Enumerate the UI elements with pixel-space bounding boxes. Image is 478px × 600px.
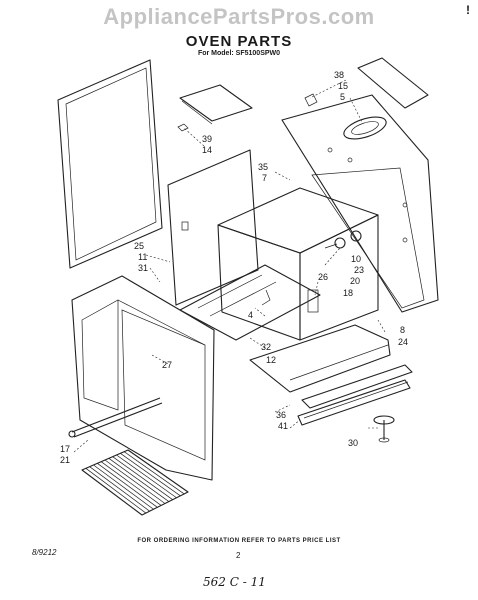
part-label-27: 27 xyxy=(162,360,172,370)
part-label-31: 31 xyxy=(138,263,148,273)
element-tray xyxy=(179,264,321,341)
part-label-5: 5 xyxy=(340,92,345,102)
part-label-36: 36 xyxy=(276,410,286,420)
rack-wire xyxy=(108,458,170,502)
leader-lines xyxy=(73,79,386,453)
vent-cover xyxy=(343,57,429,140)
part-label-25: 25 xyxy=(134,241,144,251)
rack-wire xyxy=(97,463,158,508)
part-label-14: 14 xyxy=(202,145,212,155)
rack-wire xyxy=(116,454,177,499)
part-label-30: 30 xyxy=(348,438,358,448)
handwritten-note: 562 C - 11 xyxy=(203,575,266,589)
small-clip xyxy=(177,123,189,132)
bottom-pan xyxy=(249,324,391,393)
top-cover-plate xyxy=(179,84,253,125)
leveling-leg xyxy=(373,415,395,443)
rack-wire xyxy=(100,461,162,506)
date-code: 8/9212 xyxy=(32,548,57,557)
vent-bracket xyxy=(304,93,318,107)
rack-wire xyxy=(85,468,147,514)
part-label-4: 4 xyxy=(248,310,253,320)
part-label-35: 35 xyxy=(258,162,268,172)
part-label-21: 21 xyxy=(60,455,70,465)
door-handle-rod xyxy=(68,397,163,438)
corner-mark: ! xyxy=(466,3,470,17)
insulation-panel xyxy=(167,149,259,306)
part-label-12: 12 xyxy=(266,355,276,365)
part-label-24: 24 xyxy=(398,337,408,347)
diagram-title: OVEN PARTS xyxy=(185,33,293,50)
ordering-note: FOR ORDERING INFORMATION REFER TO PARTS … xyxy=(137,538,341,544)
model-line: For Model: SF5100SPW0 xyxy=(197,50,281,57)
part-label-11: 11 xyxy=(138,252,147,262)
part-label-15: 15 xyxy=(338,81,348,91)
part-label-10: 10 xyxy=(351,254,361,264)
part-label-32: 32 xyxy=(261,342,271,352)
watermark: AppliancePartsPros.com xyxy=(103,4,375,29)
part-label-41: 41 xyxy=(278,421,288,431)
part-label-20: 20 xyxy=(350,276,360,286)
oven-cavity xyxy=(217,187,379,341)
broil-rail xyxy=(297,364,413,426)
part-label-18: 18 xyxy=(343,288,353,298)
part-label-17: 17 xyxy=(60,444,70,454)
part-label-8: 8 xyxy=(400,325,405,335)
rack-wire xyxy=(93,464,154,510)
rear-panel xyxy=(281,94,439,313)
part-label-39: 39 xyxy=(202,134,212,144)
part-label-38: 38 xyxy=(334,70,344,80)
front-door-frame xyxy=(71,275,215,481)
door-outer-panel xyxy=(57,59,163,269)
rack-wire xyxy=(104,459,166,504)
rack-wire xyxy=(123,451,185,495)
rack-wire xyxy=(112,456,173,500)
part-label-7: 7 xyxy=(262,173,267,183)
rack-wire xyxy=(89,466,150,512)
rack-wire xyxy=(120,453,181,497)
oven-rack xyxy=(81,449,189,516)
thermostat-knobs xyxy=(324,230,362,249)
part-label-23: 23 xyxy=(354,265,364,275)
part-label-26: 26 xyxy=(318,272,328,282)
page-number: 2 xyxy=(236,551,241,560)
